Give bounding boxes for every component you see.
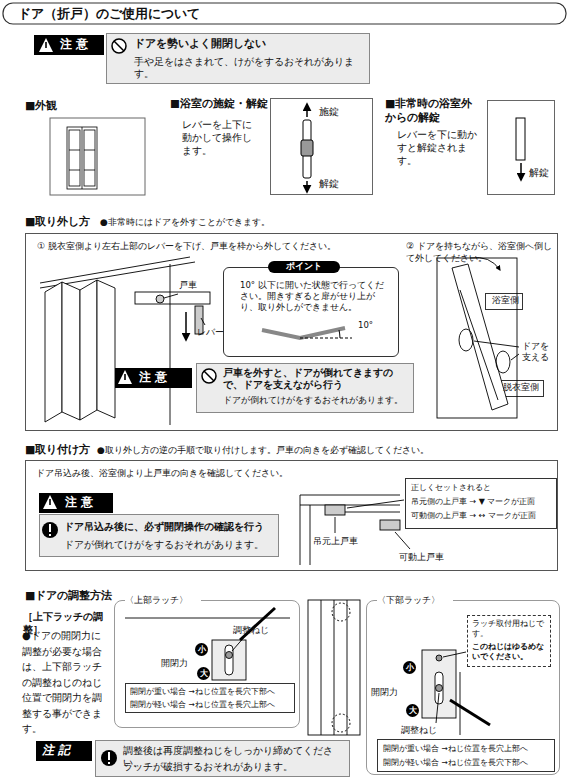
box-text: 吊元上戸車 [313, 536, 369, 547]
caution-box: ドア吊込み後に、必ず開閉操作の確認を行うドアが倒れてけがをするおそれがあります。 [39, 514, 279, 557]
box-text: ドア吊込み後に、必ず開閉操作の確認を行う [64, 520, 276, 533]
note-text: ■取り付け方 [25, 443, 105, 457]
box-text: 開閉が重い場合 →ねじ位置を長穴上部へ [383, 744, 553, 754]
page-title: ドア（折戸）のご使用について [18, 6, 318, 23]
box-text: 10° 以下に開いた状態で行ってください。開きすぎると扉がせり上がり、取り外しが… [240, 280, 392, 313]
box-text: このねじはゆるめないでください。 [472, 642, 550, 663]
box-text: 戸車を外すと、ドアが倒れてきますので、ドアを支えながら行う [223, 367, 411, 392]
latch-panel: 〈上部ラッチ〉調整ねじ開閉力小大開閉が重い場合 →ねじ位置を長穴下部へ開閉が軽い… [114, 600, 300, 728]
box-text: 開閉が軽い場合 →ねじ位置を長穴上部へ [130, 700, 294, 710]
box-text: ドアが倒れてけがをするおそれがあります。 [223, 395, 411, 407]
note-text: ■取り外し方 [25, 215, 105, 229]
section-text: ■外観 [25, 99, 85, 113]
note-text: ■非常時の浴室外からの解錠 [385, 97, 479, 126]
box-text: 小 [195, 643, 208, 656]
lock-figure-frame: 施錠解錠 [270, 98, 373, 195]
box-text: 解錠 [529, 166, 555, 179]
box-text: 〈下部ラッチ〉 [377, 595, 453, 607]
box-text: 開閉力 [161, 658, 193, 669]
box-text: 大 [406, 704, 419, 717]
install-panel: ドア吊込み後、浴室側より上戸車の向きを確認してください。吊元上戸車可動上戸車 注 … [25, 460, 558, 571]
rule-box: 開閉が重い場合 →ねじ位置を長穴上部へ開閉が軽い場合 →ねじ位置を長穴下部へ [377, 739, 555, 772]
box-text: 開閉が軽い場合 →ねじ位置を長穴下部へ [383, 758, 553, 768]
box-text: 開閉力 [371, 687, 403, 698]
box-text: 正しくセットされると [411, 483, 556, 493]
box-text: ラッチが破損するおそれがあります。 [123, 761, 349, 773]
section-text: ●非常時にはドアを外すことができます。 [100, 217, 360, 229]
box-text: 手や足をはさまれて、けがをするおそれがあります。 [134, 56, 368, 81]
note-text: ■ドアの調整方法 [25, 589, 155, 603]
box-text: レバー [197, 327, 231, 338]
box-text: 注 意 [65, 495, 109, 511]
box-text: ドアを支える [522, 341, 552, 363]
box-text: 脱衣室側 [498, 382, 544, 394]
section-text: レバーを下に動かすと解錠されます。 [397, 128, 477, 167]
point-box: ポイント10° 以下に開いた状態で行ってください。開きすぎると扉がせり上がり、取… [223, 267, 399, 357]
note-text: ●ドアの開閉力に調整が必要な場合は、上下部ラッチの調整ねじのねじ位置で開閉力を調… [22, 628, 108, 737]
box-text: ドアを勢いよく開閉しない [134, 37, 368, 51]
box-text: 調整ねじ [233, 625, 279, 636]
latch-panel: 〈下部ラッチ〉小開閉力大調整ねじラッチ取付用ねじです。このねじはゆるめないでくだ… [366, 600, 560, 775]
box-text: 可動側の上戸車 → ↔ マークが正面 [411, 511, 556, 521]
box-text: ① 脱衣室側より左右上部のレバーを下げ、戸車を枠から外してください。 [37, 241, 407, 253]
box-text: 開閉が重い場合 →ねじ位置を長穴下部へ [130, 687, 294, 697]
box-text: 10° [358, 320, 392, 331]
section-text: レバーを上下に動かして操作します。 [182, 118, 258, 157]
box-text: 調整ねじ [401, 725, 447, 736]
box-text: 解錠 [319, 177, 359, 190]
box-text: 注 意 [60, 37, 102, 53]
notice-box: ラッチ取付用ねじです。このねじはゆるめないでください。 [467, 615, 551, 667]
box-text: 大 [197, 667, 210, 680]
box-text: ポイント [268, 261, 340, 273]
note-text: ■浴室の施錠・解錠 [170, 97, 268, 111]
box-text: ② ドアを持ちながら、浴室側へ倒して外してください。 [406, 241, 554, 264]
callout-box: 正しくセットされると吊元側の上戸車 → ▼ マークが正面可動側の上戸車 → ↔ … [405, 478, 557, 529]
caution-box: 戸車を外すと、ドアが倒れてきますので、ドアを支えながら行うドアが倒れてけがをする… [196, 363, 414, 413]
caution-box: ドアを勢いよく開閉しない手や足をはさまれて、けがをするおそれがあります。 [106, 33, 370, 84]
box-text: 注 意 [139, 370, 187, 386]
box-text: 吊元側の上戸車 → ▼ マークが正面 [411, 497, 556, 507]
box-text: ラッチ取付用ねじです。 [472, 619, 550, 640]
rule-box: 開閉が重い場合 →ねじ位置を長穴下部へ開閉が軽い場合 →ねじ位置を長穴上部へ [125, 683, 295, 713]
section-text: ●取り外し方の逆の手順で取り付けします。戸車の向きを必ず確認してください。 [97, 445, 537, 457]
box-text: 施錠 [319, 105, 359, 118]
box-text: 浴室側 [487, 295, 523, 307]
box-text: 〈上部ラッチ〉 [125, 595, 201, 607]
box-text: 注 記 [42, 743, 88, 759]
note-box: 調整後は再度調整ねじをしっかり締めてください。ラッチが破損するおそれがあります。 [95, 740, 350, 777]
box-text: 戸車 [179, 280, 209, 291]
box-text: 小 [403, 661, 416, 674]
note-label: 注 記 [36, 741, 92, 761]
box-text: ドア吊込み後、浴室側より上戸車の向きを確認してください。 [36, 468, 356, 480]
box-text: ドアが倒れてけがをするおそれがあります。 [64, 539, 276, 551]
box-text: 可動上戸車 [399, 552, 455, 563]
